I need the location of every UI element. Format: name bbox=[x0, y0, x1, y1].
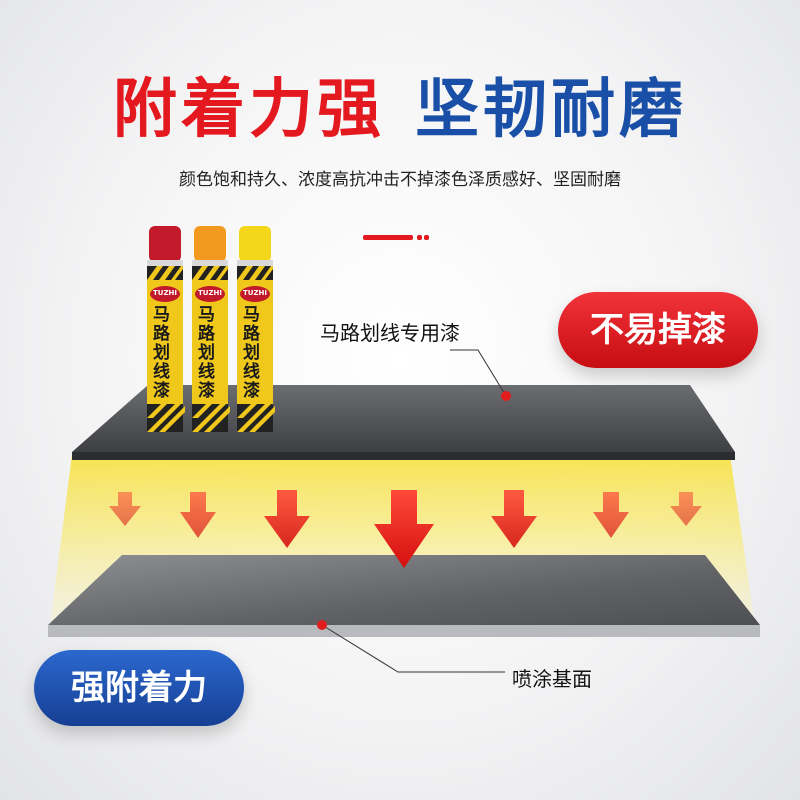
badge-no-peel: 不易掉漆 bbox=[558, 292, 758, 368]
base-plate bbox=[48, 555, 760, 625]
arrow bbox=[491, 490, 537, 548]
arrow bbox=[264, 490, 310, 548]
can-name-3: 马路划线漆 bbox=[243, 305, 260, 401]
spray-can-yellow bbox=[237, 226, 275, 432]
arrow bbox=[593, 492, 629, 538]
arrow bbox=[374, 490, 434, 568]
headline-left: 附着力强 bbox=[113, 73, 385, 147]
callout-line-top bbox=[450, 349, 507, 397]
can-name-2: 马路划线漆 bbox=[198, 305, 215, 401]
badge-strong-adhesion: 强附着力 bbox=[34, 650, 244, 726]
spray-can-orange bbox=[192, 226, 230, 432]
label-paint-layer: 马路划线专用漆 bbox=[320, 321, 460, 345]
paint-plate-edge bbox=[72, 452, 735, 460]
headline-right: 坚韧耐磨 bbox=[415, 73, 687, 147]
can-brand-2: TUZHI bbox=[198, 289, 222, 297]
callout-line-bottom bbox=[321, 624, 505, 673]
callout-dot-top bbox=[501, 391, 511, 401]
product-cans: TUZHI TUZHI TUZHI 马路划线漆 马路划线漆 马路划线漆 bbox=[143, 224, 278, 439]
arrows bbox=[109, 490, 702, 568]
can-brand-1: TUZHI bbox=[153, 289, 177, 297]
arrow bbox=[109, 492, 141, 526]
spray-can-red bbox=[147, 226, 185, 432]
callout-dot-bottom bbox=[317, 620, 327, 630]
label-base-surface: 喷涂基面 bbox=[512, 667, 592, 691]
base-plate-edge bbox=[48, 625, 760, 637]
can-name-1: 马路划线漆 bbox=[153, 305, 170, 401]
subtitle: 颜色饱和持久、浓度高抗冲击不掉漆色泽质感好、坚固耐磨 bbox=[179, 170, 621, 190]
can-brand-3: TUZHI bbox=[243, 289, 267, 297]
headline: 附着力强坚韧耐磨 bbox=[0, 70, 800, 150]
arrow bbox=[670, 492, 702, 526]
arrow bbox=[180, 492, 216, 538]
